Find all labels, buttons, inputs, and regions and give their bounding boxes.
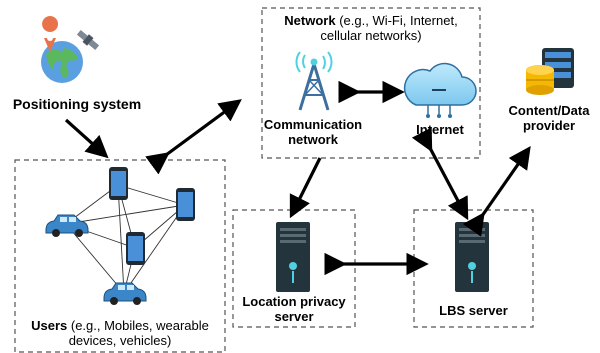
users-title-line2: devices, vehicles)	[68, 333, 172, 348]
car-icon	[45, 214, 89, 237]
smartphone-icon	[176, 188, 195, 221]
communication-network-label: Communication network	[263, 117, 363, 147]
smartphone-icon	[109, 167, 128, 200]
smartphone-icon	[126, 232, 145, 265]
location-privacy-server-label: Location privacy server	[242, 294, 346, 324]
network-group-box	[261, 7, 481, 159]
network-title-rest: (e.g., Wi-Fi, Internet,	[335, 13, 458, 28]
arrow-network-to-privacy	[289, 157, 322, 219]
lbs-server-label: LBS server	[439, 303, 508, 318]
network-title-line2: cellular networks)	[320, 28, 422, 43]
user-connections	[65, 184, 186, 294]
arrow-users-network	[145, 99, 242, 175]
users-title-rest: (e.g., Mobiles, wearable	[67, 318, 209, 333]
users-group-box	[14, 159, 226, 353]
users-group-title: Users (e.g., Mobiles, wearable devices, …	[15, 318, 225, 348]
users-title-bold: Users	[31, 318, 68, 333]
database-icon	[526, 48, 574, 95]
positioning-system-label: Positioning system	[12, 96, 142, 112]
arrow-internet-lbs	[411, 127, 469, 221]
server-icon	[276, 222, 310, 292]
cloud-icon	[403, 62, 477, 118]
car-icon	[103, 282, 147, 305]
arrow-positioning-to-users	[64, 118, 109, 159]
cell-tower-icon	[295, 51, 333, 111]
network-title-bold: Network	[284, 13, 336, 28]
network-group-title: Network (e.g., Wi-Fi, Internet, cellular…	[262, 13, 480, 43]
server-icon	[455, 222, 489, 292]
satellite-globe-icon	[41, 16, 100, 83]
arrow-lbs-content	[462, 146, 531, 237]
internet-label: Internet	[416, 122, 464, 137]
content-provider-label: Content/Data provider	[508, 103, 590, 133]
